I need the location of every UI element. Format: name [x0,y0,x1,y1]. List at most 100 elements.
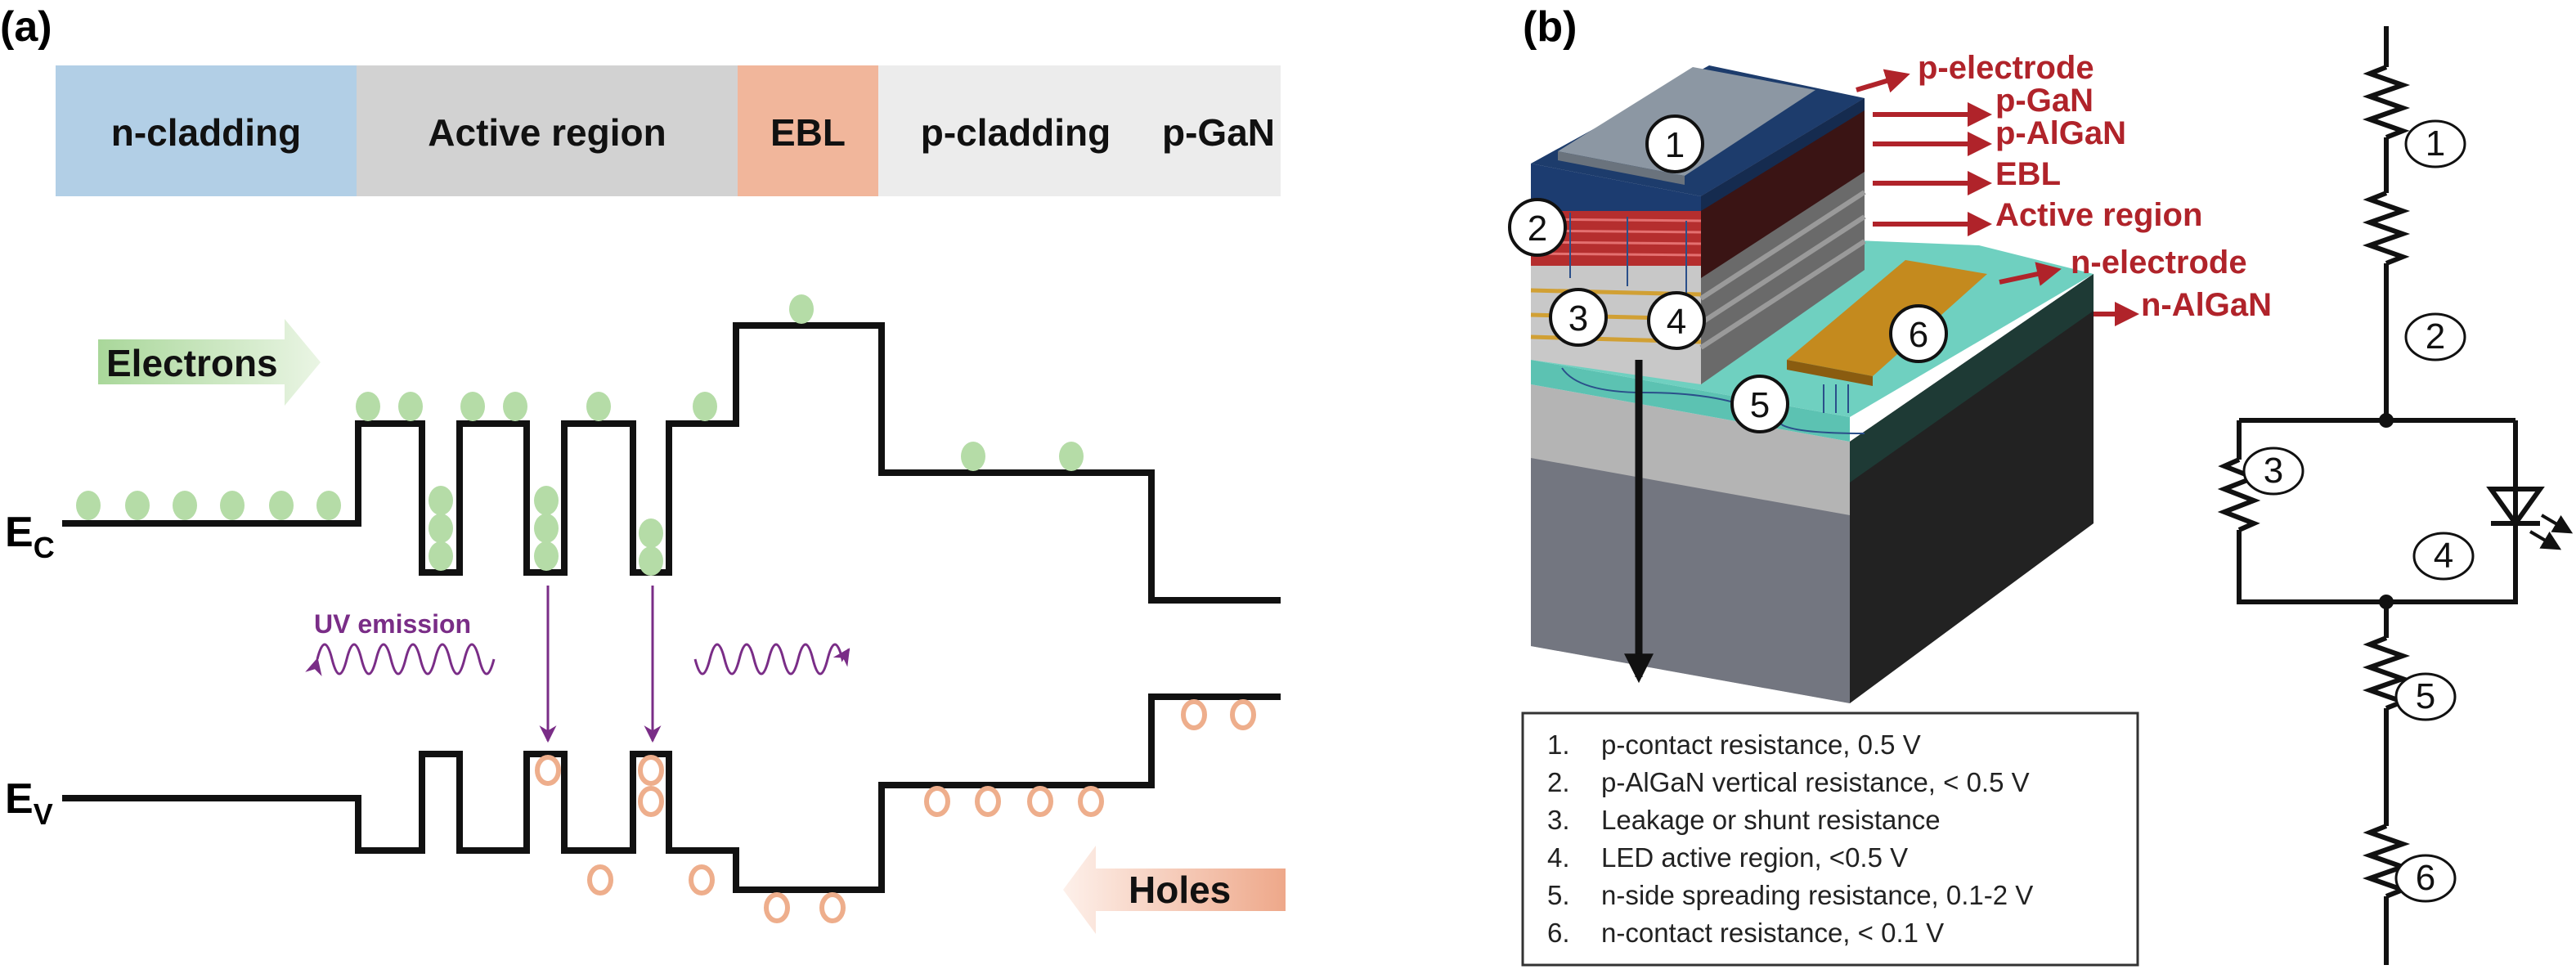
circuit-marker-2: 2 [2404,312,2466,361]
layer-bar: n-cladding Active region EBL p-cladding … [56,65,1281,196]
hole [764,892,790,923]
svg-text:n-electrode: n-electrode [2071,245,2247,281]
electron [534,514,559,543]
svg-text:1: 1 [2426,123,2445,164]
hole [1027,786,1053,817]
legend-row: 6. n-contact resistance, < 0.1 V [1547,918,1944,948]
layer-ebl [738,65,878,196]
device-marker-2: 2 [1508,198,1567,257]
device-marker-3: 3 [1549,288,1608,347]
svg-text:5.: 5. [1547,880,1570,910]
hole [587,864,613,895]
electron [503,392,527,421]
electron [534,541,559,571]
electron [961,442,985,471]
electron [639,518,663,548]
device-label-p-electrode: p-electrode [1856,50,2094,93]
device-marker-6: 6 [1889,304,1948,363]
electrons [76,294,1084,576]
electron [534,486,559,515]
device-label-n-electrode: n-electrode [1999,245,2247,286]
device-marker-4: 4 [1647,291,1706,350]
legend-row: 4. LED active region, <0.5 V [1547,842,1908,873]
hole [1181,699,1207,730]
svg-text:p-AlGaN: p-AlGaN [1995,115,2126,151]
panel-b-label: (b) [1523,3,1577,51]
svg-text:4: 4 [2434,536,2453,576]
svg-text:4: 4 [1667,302,1686,342]
layer-label: p-cladding [921,111,1111,154]
electron [429,514,453,543]
circuit-marker-4: 4 [2412,532,2475,581]
electron [398,392,423,421]
electron [173,491,197,520]
panel-a: (a) n-cladding Active region EBL p-cladd… [0,3,1286,934]
svg-text:n-contact resistance, < 0.1 V: n-contact resistance, < 0.1 V [1601,918,1944,948]
valence-band [62,693,1281,893]
electron [220,491,245,520]
panel-b: (b) [1508,3,2574,967]
circuit-marker-5: 5 [2394,672,2457,721]
layer-label: p-GaN [1162,111,1275,154]
electrons-arrow: Electrons [98,319,321,406]
holes [535,699,1256,923]
layer-label: Active region [428,111,666,154]
layer-label: EBL [770,111,846,154]
svg-text:n-side spreading resistance, 0: n-side spreading resistance, 0.1-2 V [1601,880,2033,910]
resistor-1-icon [2362,65,2411,140]
electron [356,392,380,421]
svg-text:5: 5 [2416,676,2435,716]
led-diode-icon [2486,487,2545,528]
ev-label: EV [5,775,53,831]
svg-text:4.: 4. [1547,842,1570,873]
electron [269,491,294,520]
hole [975,786,1001,817]
circuit-marker-1: 1 [2404,119,2466,168]
svg-text:6.: 6. [1547,918,1570,948]
layer-active-region [357,65,738,196]
legend-row: 5. n-side spreading resistance, 0.1-2 V [1547,880,2033,910]
svg-text:3: 3 [1568,298,1588,339]
svg-text:n-AlGaN: n-AlGaN [2141,287,2272,323]
svg-text:p-GaN: p-GaN [1995,83,2094,119]
legend-row: 2.p-AlGaN vertical resistance, < 0.5 V [1547,767,2030,797]
svg-text:2: 2 [2426,316,2445,357]
circuit-marker-6: 6 [2394,854,2457,903]
hole [924,786,950,817]
layer-p-cladding [878,65,1153,196]
svg-text:3: 3 [2264,451,2283,491]
circuit-marker-3: 3 [2242,447,2304,496]
svg-text:5: 5 [1750,385,1770,425]
hole [1078,786,1104,817]
circuit-markers: 1 2 3 4 5 6 [2242,119,2475,903]
svg-text:6: 6 [2416,858,2435,898]
light-emission-icon [2529,530,2562,550]
uv-emission-label: UV emission [314,609,471,639]
conduction-band [62,322,1281,604]
svg-text:2: 2 [1528,209,1547,249]
device-marker-5: 5 [1730,375,1789,433]
electrons-label: Electrons [106,342,278,384]
svg-text:1.: 1. [1547,729,1570,760]
svg-text:2.: 2. [1547,767,1570,797]
hole [689,864,715,895]
svg-text:6: 6 [1909,315,1928,355]
electron [586,392,611,421]
resistor-3-icon [2217,457,2261,532]
svg-text:Leakage or shunt resistance: Leakage or shunt resistance [1601,805,1941,835]
electron [693,392,717,421]
electron [789,294,814,324]
svg-text:1: 1 [1665,125,1685,165]
device-label-p-algan: p-AlGaN [1873,115,2126,156]
equivalent-circuit [2217,26,2574,965]
device-label-active-region: Active region [1873,197,2202,236]
hole [535,755,561,786]
electron [125,491,150,520]
svg-text:Active region: Active region [1995,197,2202,233]
electron [76,491,101,520]
holes-arrow: Holes [1063,846,1286,934]
electron [316,491,341,520]
svg-text:LED active region, <0.5 V: LED active region, <0.5 V [1601,842,1908,873]
electron [429,486,453,515]
